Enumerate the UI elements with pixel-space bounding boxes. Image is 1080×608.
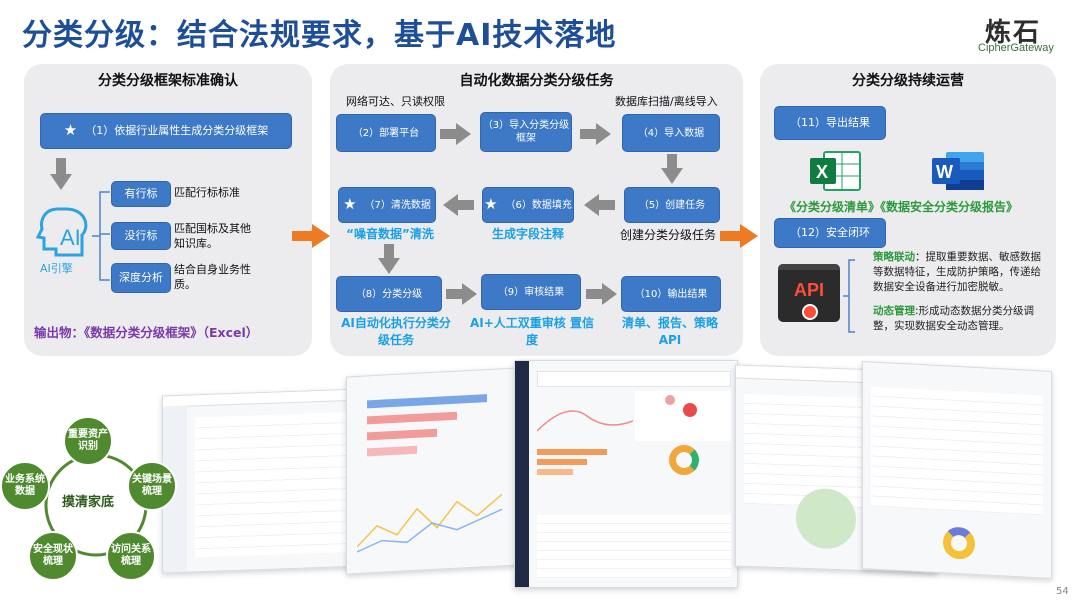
api-icon: API: [778, 264, 840, 322]
strategy-text: ：提取重要数据、敏感数据等数据特征，生成防护策略，传递给数据安全设备进行加密脱敏…: [873, 251, 1041, 294]
bracket-line: [92, 191, 110, 281]
network-label: 网络可达、只读权限: [346, 95, 445, 108]
step-3-box: （3）导入分类分级框架: [480, 112, 572, 152]
brand-logo-en: CipherGateway: [978, 42, 1054, 54]
tag-deep-analysis: 深度分析: [111, 263, 171, 293]
framework-panel-title: 分类分级框架标准确认: [98, 73, 238, 89]
cycle-center: 摸清家底: [62, 477, 114, 529]
create-task-label: 创建分类分级任务: [620, 228, 717, 242]
orange-arrow-icon: [292, 224, 330, 248]
step-10-box: （10）输出结果: [621, 276, 721, 312]
cycle-node-security: 安全现状梳理: [28, 531, 78, 581]
left-arrow-icon: [584, 194, 615, 216]
dynamic-text: :形成动态数据分类分级调整，实现数据安全动态管理。: [873, 305, 1035, 333]
desc-no-standard: 匹配国标及其他知识库。: [174, 222, 251, 250]
right-arrow-icon: [586, 283, 617, 305]
desc-has-standard: 匹配行标标准: [174, 186, 240, 199]
step-8-box: （8）分类分级: [336, 276, 442, 312]
step-5-box: （5）创建任务: [624, 187, 720, 223]
step-6-label: （6）数据填充: [505, 199, 572, 211]
cycle-node-scenario: 关键场景梳理: [127, 461, 177, 511]
step-1-box: ★ （1）依据行业属性生成分类分级框架: [40, 113, 292, 149]
dynamic-title: 动态管理: [873, 305, 915, 317]
word-icon: W: [932, 152, 984, 190]
svg-text:W: W: [936, 162, 953, 182]
ai-exec-label: AI自动化执行分类分级任务: [341, 316, 451, 347]
screenshot-dashboard: [514, 360, 738, 588]
excel-icon: X: [810, 151, 861, 191]
right-arrow-icon: [446, 283, 477, 305]
step-2-box: （2）部署平台: [336, 114, 436, 152]
gear-icon: [802, 304, 818, 320]
tag-no-standard: 没行标: [111, 222, 171, 250]
step-4-box: （4）导入数据: [622, 114, 720, 152]
ai-head-icon: AI: [36, 207, 88, 257]
screenshot-bar-chart: [346, 367, 518, 575]
step-9-box: （9）审核结果: [481, 274, 581, 310]
step-1-label: （1）依据行业属性生成分类分级框架: [85, 123, 269, 137]
svg-text:X: X: [816, 162, 828, 182]
screenshot-report: [862, 361, 1052, 579]
right-arrow-icon: [440, 123, 471, 145]
dynamic-paragraph: 动态管理:形成动态数据分类分级调整，实现数据安全动态管理。: [873, 304, 1049, 334]
output-label: 输出物：《数据分类分级框架》（Excel）: [34, 325, 259, 340]
star-icon: ★: [484, 195, 498, 214]
noise-cleaning-label: “噪音数据”清洗: [346, 227, 434, 241]
strategy-title: 策略联动: [873, 251, 915, 263]
step-6-box: ★ （6）数据填充: [482, 187, 574, 223]
db-scan-label: 数据库扫描/离线导入: [615, 95, 718, 108]
page-title: 分类分级：结合法规要求，基于AI技术落地: [22, 18, 617, 53]
cycle-node-access: 访问关系梳理: [106, 531, 156, 581]
output-types-label: 清单、报告、策略API: [621, 316, 718, 347]
docs-label: 《分类分级清单》《数据安全分类分级报告》: [784, 200, 1019, 214]
page-number: 54: [1056, 586, 1069, 597]
star-icon: ★: [343, 195, 357, 214]
star-icon: ★: [63, 121, 78, 140]
operations-panel-title: 分类分级持续运营: [852, 73, 964, 89]
step-7-box: ★ （7）清洗数据: [338, 187, 436, 223]
desc-deep-analysis: 结合自身业务性质。: [174, 263, 251, 291]
cycle-node-asset: 重要资产识别: [63, 416, 113, 466]
strategy-paragraph: 策略联动：提取重要数据、敏感数据等数据特征，生成防护策略，传递给数据安全设备进行…: [873, 250, 1049, 296]
down-arrow-icon: [661, 154, 683, 184]
down-arrow-icon: [378, 244, 400, 274]
ai-engine-label: AI引擎: [40, 262, 73, 275]
screenshot-table: [162, 388, 364, 574]
svg-text:AI: AI: [60, 225, 81, 250]
field-comment-label: 生成字段注释: [491, 227, 564, 241]
down-arrow-icon: [50, 158, 72, 190]
bracket-line: [843, 259, 855, 333]
left-arrow-icon: [443, 194, 474, 216]
review-label: AI+人工双重审核 置信度: [470, 316, 594, 347]
tag-has-standard: 有行标: [111, 181, 171, 207]
brand-logo: 炼石: [985, 18, 1042, 48]
automation-panel-title: 自动化数据分类分级任务: [459, 73, 614, 89]
step-11-box: （11）导出结果: [774, 106, 886, 140]
cycle-node-business: 业务系统数据: [0, 461, 50, 511]
step-7-label: （7）清洗数据: [364, 199, 431, 211]
api-text: API: [793, 280, 824, 300]
right-arrow-icon: [580, 123, 611, 145]
step-12-box: （12）安全闭环: [774, 218, 886, 248]
orange-arrow-icon: [720, 224, 758, 248]
